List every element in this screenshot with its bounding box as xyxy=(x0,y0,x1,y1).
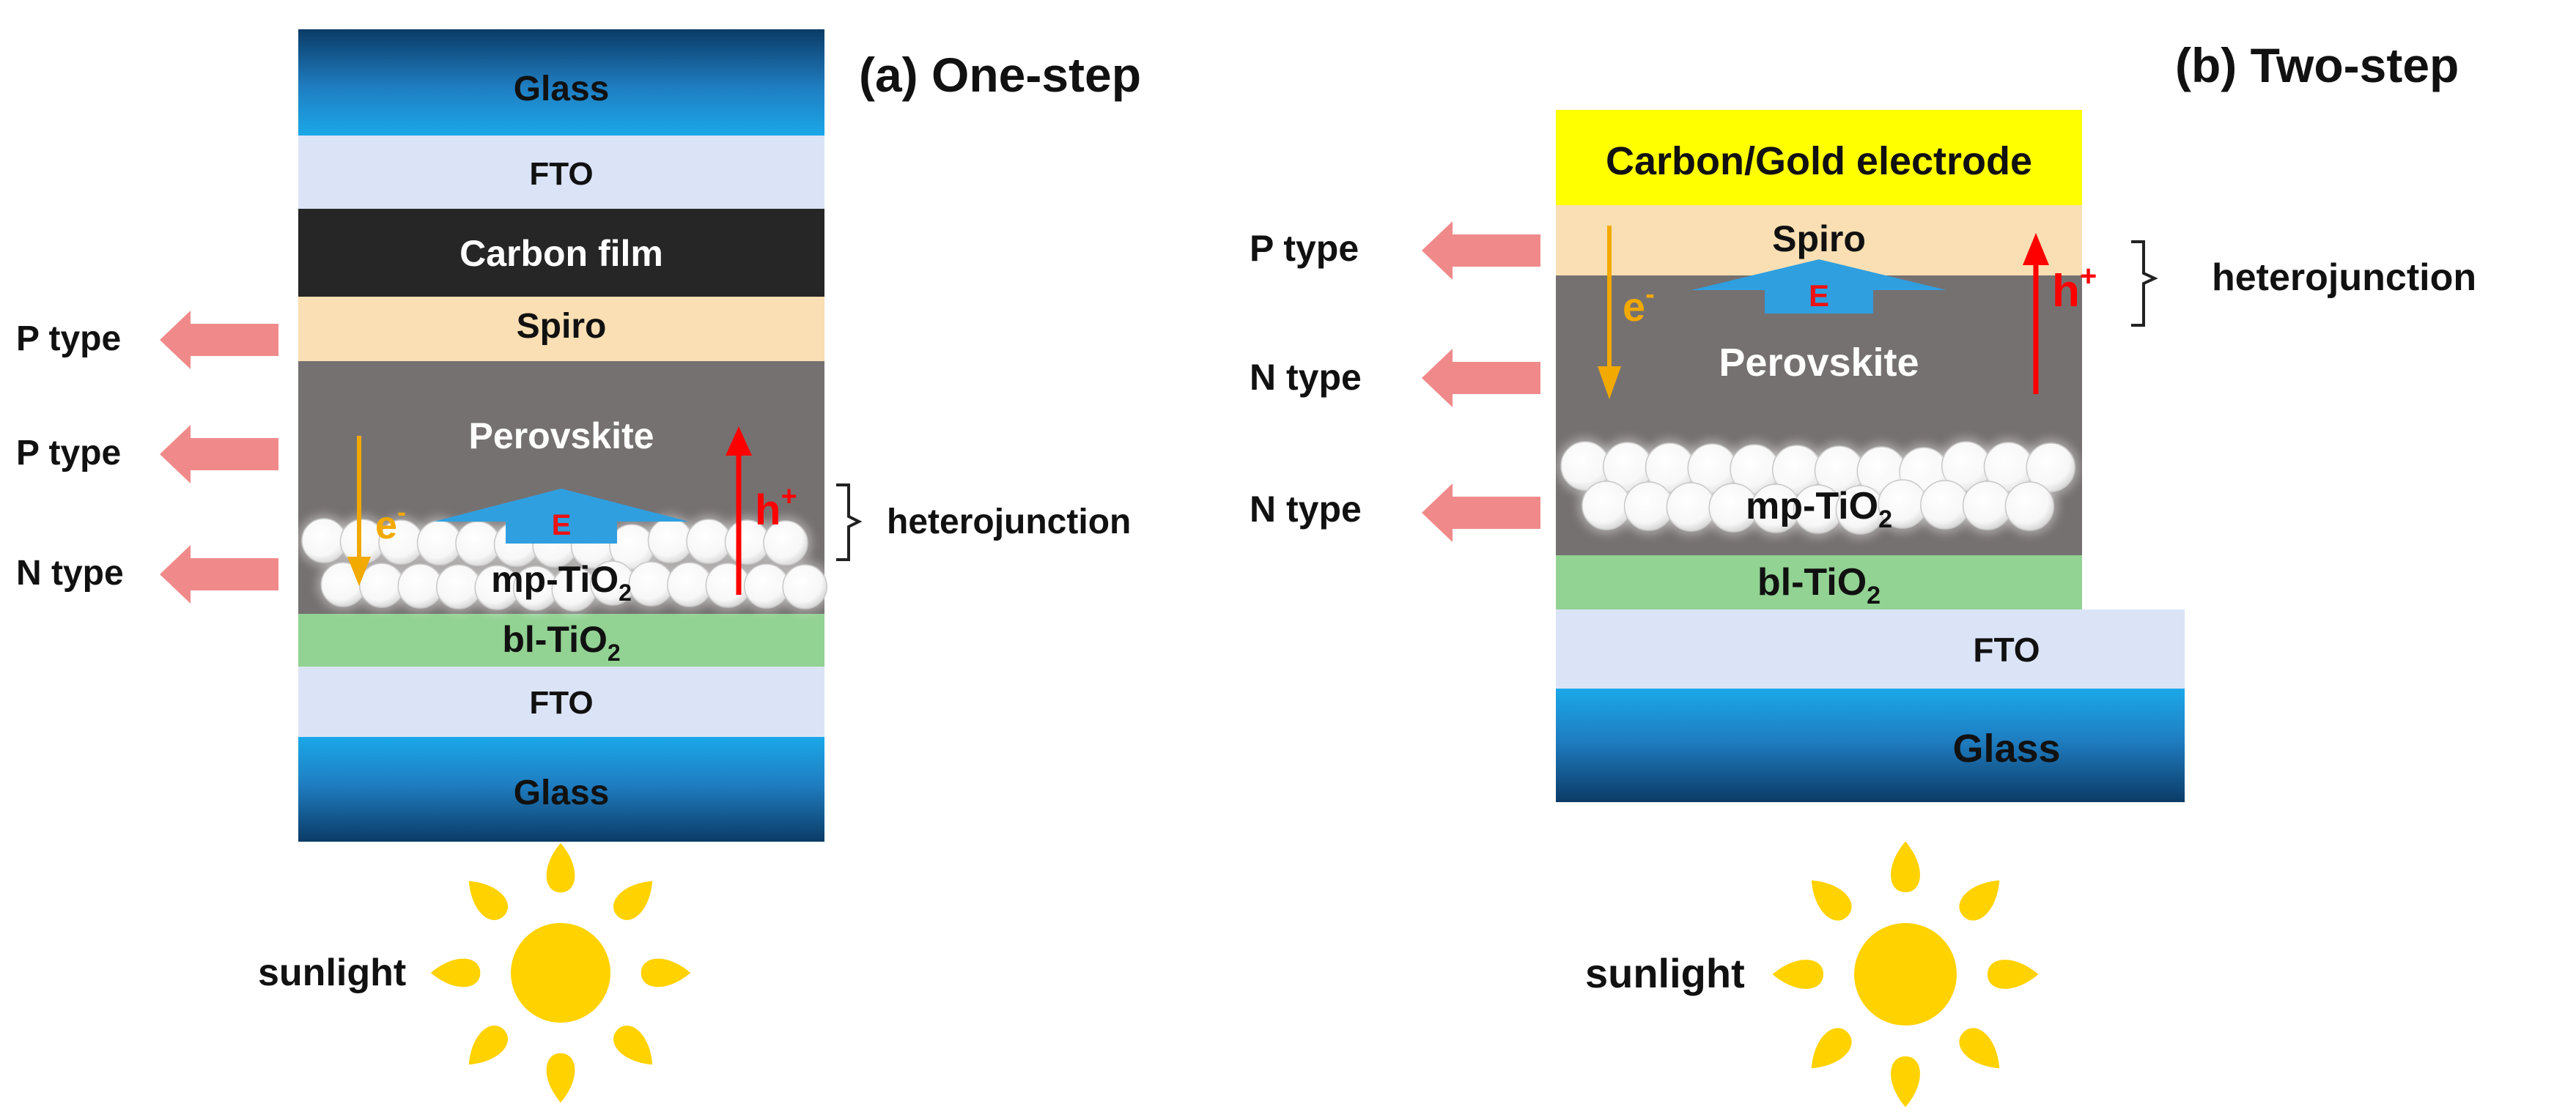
panel-a-stack xyxy=(298,29,832,842)
panel-b-title: (b) Two-step xyxy=(2175,38,2459,92)
a-glass-bottom-label: Glass xyxy=(514,774,610,812)
a-mp-tio2-particles xyxy=(298,514,832,615)
sun-ray xyxy=(1891,841,1920,893)
panel-a-one-step: (a) One-step Glass FTO Carbon film Spiro… xyxy=(16,29,1141,1103)
b-fto-label: FTO xyxy=(1973,631,2040,669)
sun-core xyxy=(1854,923,1957,1026)
panel-a-title: (a) One-step xyxy=(859,48,1141,102)
a-perovskite-label: Perovskite xyxy=(469,415,654,456)
sun-ray xyxy=(1959,1028,2000,1069)
a-type-arrow-2 xyxy=(160,425,278,483)
a-junction-bracket xyxy=(836,483,863,561)
a-fto-top-label: FTO xyxy=(529,156,593,192)
a-type-label-2: P type xyxy=(16,434,121,472)
b-electrode-layer xyxy=(1556,110,2082,205)
sun-core xyxy=(511,923,610,1023)
sun-ray xyxy=(1959,880,2000,921)
b-spiro-label: Spiro xyxy=(1772,218,1866,259)
a-electron-arrowhead xyxy=(347,557,371,586)
a-glass-top-label: Glass xyxy=(514,70,610,108)
b-glass-layer xyxy=(1556,689,2185,802)
sun-ray xyxy=(641,958,691,987)
b-fto-layer xyxy=(1556,609,2185,689)
sun-ray xyxy=(613,1026,653,1065)
a-spiro-label: Spiro xyxy=(517,307,607,346)
sun-ray xyxy=(468,1026,508,1065)
a-bl-tio2-label: bl-TiO2 xyxy=(502,619,620,666)
sun-ray xyxy=(1891,1056,1920,1108)
b-junction-label: heterojunction xyxy=(2212,256,2476,299)
a-sunlight-label: sunlight xyxy=(258,952,406,994)
a-glass-top-layer xyxy=(298,29,824,136)
a-type-label-3: N type xyxy=(16,554,124,593)
b-bl-tio2-layer xyxy=(1556,555,2082,609)
a-spiro-layer xyxy=(298,297,824,361)
a-carbon-layer xyxy=(298,209,824,297)
a-field-label: E xyxy=(552,509,572,541)
a-hole-arrowhead xyxy=(726,426,752,456)
b-mp-tio2-label: mp-TiO2 xyxy=(1746,485,1892,533)
b-junction-bracket xyxy=(2131,240,2158,327)
a-fto-top-layer xyxy=(298,136,824,209)
panel-b-stack xyxy=(1556,110,2185,802)
a-type-arrow-1 xyxy=(160,311,278,369)
panel-b-two-step: (b) Two-step Carbon/Gold electrode Spiro… xyxy=(1250,38,2476,1108)
b-electron-arrowhead xyxy=(1598,366,1621,399)
a-sun-icon xyxy=(430,842,691,1103)
b-type-arrow-3 xyxy=(1422,483,1540,542)
a-field-arrow xyxy=(434,489,689,544)
sun-ray xyxy=(430,958,481,987)
sun-ray xyxy=(1772,960,1824,989)
b-electrode-label: Carbon/Gold electrode xyxy=(1606,139,2032,183)
a-glass-bottom-layer xyxy=(298,737,824,842)
b-field-label: E xyxy=(1809,278,1829,313)
a-mp-tio2-label: mp-TiO2 xyxy=(491,559,632,606)
b-type-arrow-2 xyxy=(1422,349,1540,407)
sun-ray xyxy=(546,1053,575,1103)
sun-ray xyxy=(1987,960,2039,989)
b-electron-label: e- xyxy=(1623,279,1655,330)
sun-ray xyxy=(546,842,575,893)
b-field-arrow xyxy=(1691,259,1946,314)
a-fto-bottom-label: FTO xyxy=(529,685,593,721)
b-hole-label: h+ xyxy=(2052,260,2097,316)
tio2-particle xyxy=(2004,481,2055,531)
b-mp-tio2-particles xyxy=(1557,437,2080,538)
b-perovskite-label: Perovskite xyxy=(1719,341,1919,385)
b-type-label-1: P type xyxy=(1250,228,1359,269)
a-junction-label: heterojunction xyxy=(887,503,1131,541)
a-hole-label: h+ xyxy=(755,481,797,534)
b-hole-arrowhead xyxy=(2023,233,2049,265)
b-glass-label: Glass xyxy=(1952,727,2060,771)
sun-ray xyxy=(1811,1028,1852,1069)
a-carbon-label: Carbon film xyxy=(460,233,663,274)
a-type-label-1: P type xyxy=(16,319,121,358)
sun-ray xyxy=(613,881,653,920)
a-electron-label: e- xyxy=(375,497,406,547)
b-sun-icon xyxy=(1772,841,2039,1108)
tio2-particle xyxy=(763,520,808,566)
b-type-arrow-1 xyxy=(1422,221,1540,280)
tio2-particle xyxy=(782,564,827,609)
a-type-arrow-3 xyxy=(160,545,278,604)
a-fto-bottom-layer xyxy=(298,667,824,737)
b-type-label-2: N type xyxy=(1250,357,1362,398)
sun-ray xyxy=(1811,880,1852,921)
a-bl-tio2-layer xyxy=(298,614,824,667)
b-type-label-3: N type xyxy=(1250,489,1362,530)
b-sunlight-label: sunlight xyxy=(1585,950,1745,996)
sun-ray xyxy=(468,881,508,920)
b-bl-tio2-label: bl-TiO2 xyxy=(1757,561,1881,609)
